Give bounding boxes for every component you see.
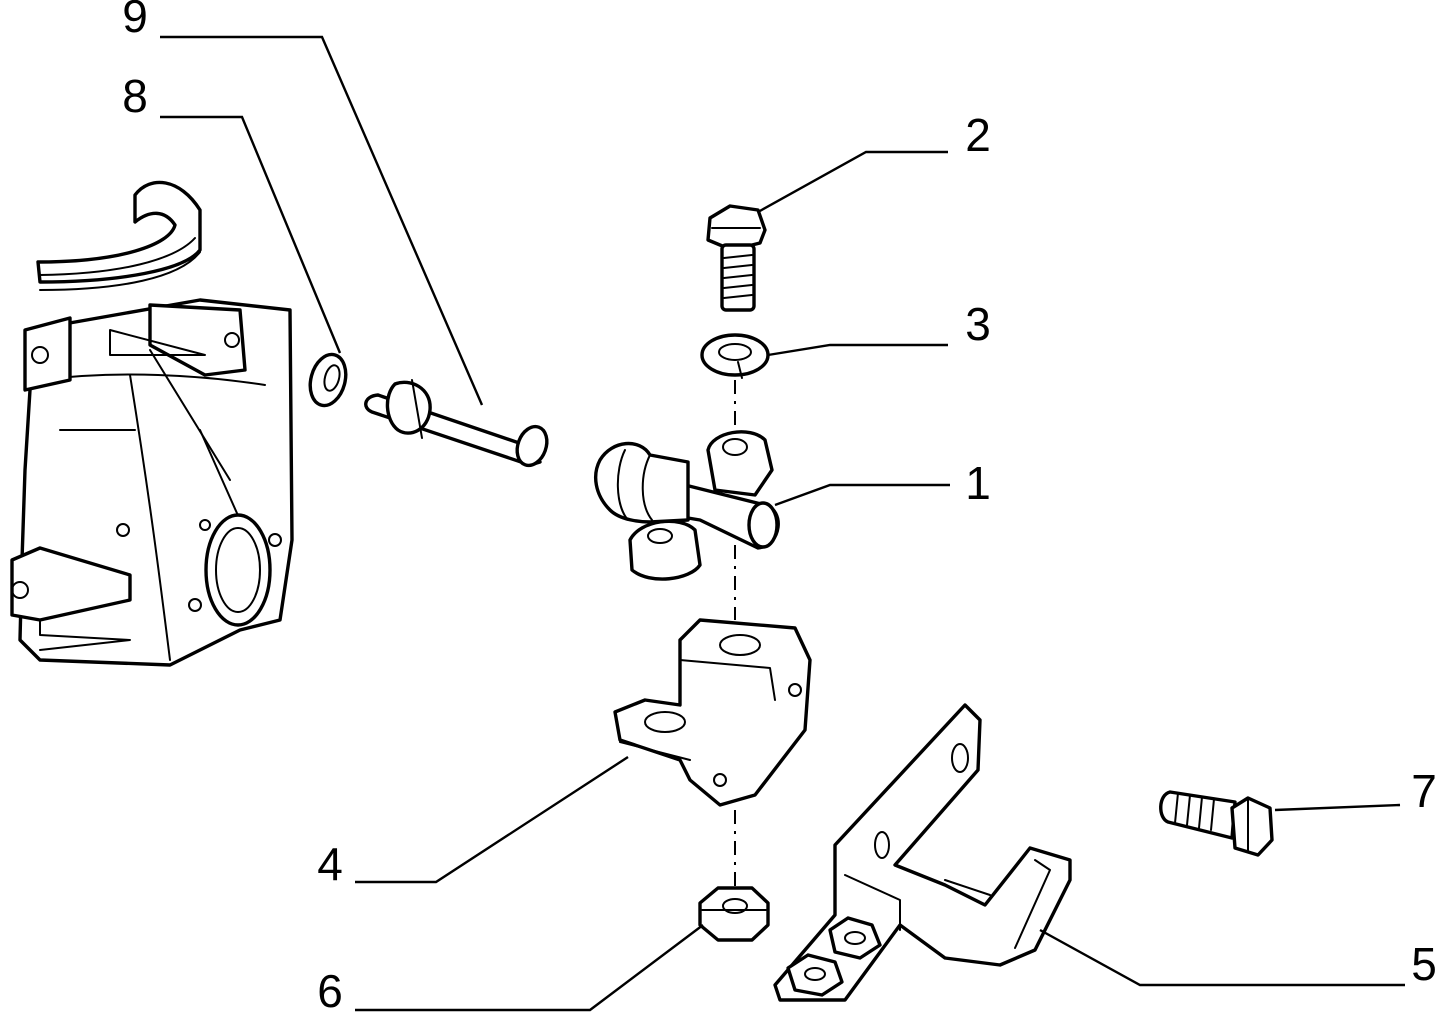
callout-numbers: 1 2 3 4 5 6 7 8 9 (122, 0, 1437, 1017)
lock-washer-part-3 (700, 333, 770, 379)
callout-4: 4 (317, 838, 343, 890)
callout-5: 5 (1411, 938, 1437, 990)
callout-8: 8 (122, 70, 148, 122)
joint-part-1 (593, 430, 780, 581)
leader-7 (1274, 803, 1401, 812)
leader-8 (160, 115, 342, 354)
bolt-part-7 (1159, 790, 1274, 857)
callout-1: 1 (965, 457, 991, 509)
leader-3 (767, 343, 948, 357)
callout-3: 3 (965, 298, 991, 350)
nut-part-6 (698, 886, 770, 942)
stud-pin-part-9 (364, 379, 549, 468)
callout-9: 9 (122, 0, 148, 42)
leader-5 (1039, 928, 1405, 987)
leader-4 (355, 755, 629, 884)
callout-2: 2 (965, 109, 991, 161)
washer-part-8 (308, 352, 348, 408)
bolt-part-2 (706, 204, 767, 312)
leader-9 (160, 35, 484, 406)
gearbox-housing (10, 180, 294, 667)
leader-1 (774, 483, 950, 507)
leader-lines (160, 35, 1405, 1012)
leader-6 (355, 924, 704, 1012)
callout-6: 6 (317, 965, 343, 1017)
leader-2 (757, 150, 948, 214)
callout-7: 7 (1411, 765, 1437, 817)
bracket-part-5 (773, 703, 1072, 1002)
clamp-block-part-4 (613, 618, 812, 807)
